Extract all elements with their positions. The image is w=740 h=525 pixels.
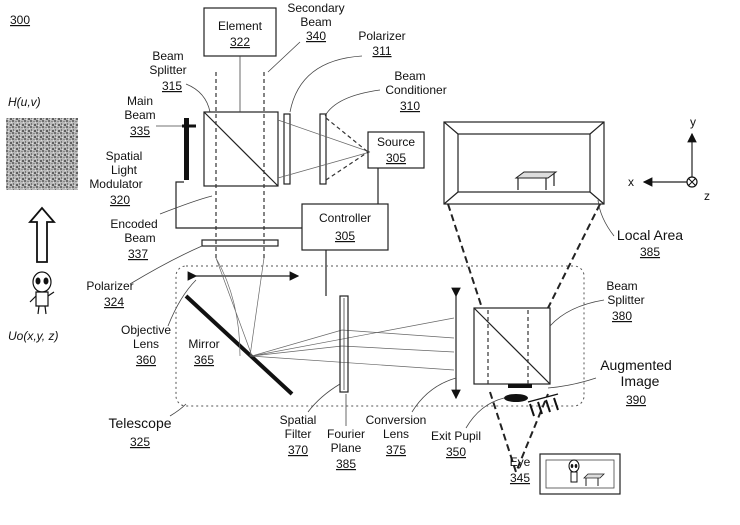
controller-label: Controller (319, 211, 371, 225)
beam-conditioner-label-2: Conditioner (385, 83, 446, 97)
mirror-number: 365 (194, 353, 214, 367)
composite-view-box (539, 453, 621, 495)
mirror-label: Mirror (188, 337, 219, 351)
hologram-label: H(u,v) (8, 95, 41, 109)
objective-lens-number: 360 (136, 353, 156, 367)
fourier-plane-label-2: Plane (331, 441, 362, 455)
telescope-number: 325 (130, 435, 150, 449)
conversion-lens-label-2: Lens (383, 427, 409, 441)
alien-figure-small-icon (568, 459, 580, 483)
beam-conditioner (319, 113, 327, 185)
spatial-filter-label-1: Spatial (280, 413, 317, 427)
beam-splitter-315-label-1: Beam (152, 49, 183, 63)
exit-pupil (504, 394, 528, 402)
slm-label-3: Modulator (89, 177, 142, 191)
objective-lens-label-1: Objective (121, 323, 171, 337)
element-label: Element (218, 19, 263, 33)
axis-z-label: z (704, 189, 710, 203)
spatial-filter-label-2: Filter (285, 427, 312, 441)
fourier-plane-label-1: Fourier (327, 427, 365, 441)
figure-number: 300 (10, 13, 30, 27)
coordinate-axes (642, 132, 698, 188)
telescope-label: Telescope (108, 415, 171, 431)
augmented-image-label-1: Augmented (600, 357, 672, 373)
source-label: Source (377, 135, 415, 149)
table-icon (514, 171, 558, 190)
source-box (367, 131, 425, 169)
polarizer-311-number: 311 (372, 44, 391, 58)
polarizer-324-number: 324 (104, 295, 124, 309)
axis-x-label: x (628, 175, 634, 189)
beam-splitter-315-number: 315 (162, 79, 182, 93)
table-small-icon (583, 473, 605, 486)
encoded-beam-number: 337 (128, 247, 148, 261)
polarizer-324 (201, 239, 279, 247)
conversion-lens-label-1: Conversion (366, 413, 427, 427)
local-area-number: 385 (640, 245, 660, 259)
augmented-image-number: 390 (626, 393, 646, 407)
beam-splitter-315-label-2: Splitter (149, 63, 186, 77)
polarizer-311 (283, 113, 291, 185)
secondary-beam-label-1: Secondary (287, 1, 344, 15)
slm-number: 320 (110, 193, 130, 207)
polarizer-324-label: Polarizer (86, 279, 133, 293)
polarizer-311-label: Polarizer (358, 29, 405, 43)
conversion-lens-number: 375 (386, 443, 406, 457)
spatial-light-modulator (184, 118, 189, 180)
up-arrow-icon (28, 206, 56, 263)
slm-label-2: Light (111, 163, 138, 177)
spatial-filter (339, 295, 349, 393)
objective-lens-label-2: Lens (133, 337, 159, 351)
main-beam-number: 335 (130, 124, 150, 138)
axis-y-label: y (690, 115, 696, 129)
mirror-365 (184, 294, 294, 396)
local-area-label: Local Area (617, 227, 683, 243)
main-beam-label-2: Beam (124, 108, 155, 122)
augmented-image-bar (508, 384, 532, 388)
exit-pupil-number: 350 (446, 445, 466, 459)
beam-splitter-315 (203, 111, 279, 187)
element-number: 322 (230, 35, 250, 49)
object-field-label: Uo(x,y, z) (8, 329, 58, 343)
augmented-image-label-2: Image (621, 373, 660, 389)
controller-box (301, 203, 389, 251)
spatial-filter-number: 370 (288, 443, 308, 457)
source-number: 305 (386, 151, 406, 165)
fourier-plane-number: 385 (336, 457, 356, 471)
beam-conditioner-number: 310 (400, 99, 420, 113)
alien-figure-icon (29, 271, 55, 315)
secondary-beam-number: 340 (306, 29, 326, 43)
beam-splitter-380-number: 380 (612, 309, 632, 323)
beam-conditioner-label-1: Beam (394, 69, 425, 83)
main-beam-label-1: Main (127, 94, 153, 108)
local-area-box (443, 121, 605, 205)
slm-label-1: Spatial (106, 149, 143, 163)
eye-label: Eye (510, 455, 531, 469)
secondary-beam-label-2: Beam (300, 15, 331, 29)
encoded-beam-label-2: Beam (124, 231, 155, 245)
exit-pupil-label: Exit Pupil (431, 429, 481, 443)
controller-number: 305 (335, 229, 355, 243)
eye-number: 345 (510, 471, 530, 485)
beam-splitter-380-label-1: Beam (606, 279, 637, 293)
encoded-beam-label-1: Encoded (110, 217, 157, 231)
beam-splitter-380-label-2: Splitter (607, 293, 644, 307)
hologram-pattern (6, 118, 78, 190)
